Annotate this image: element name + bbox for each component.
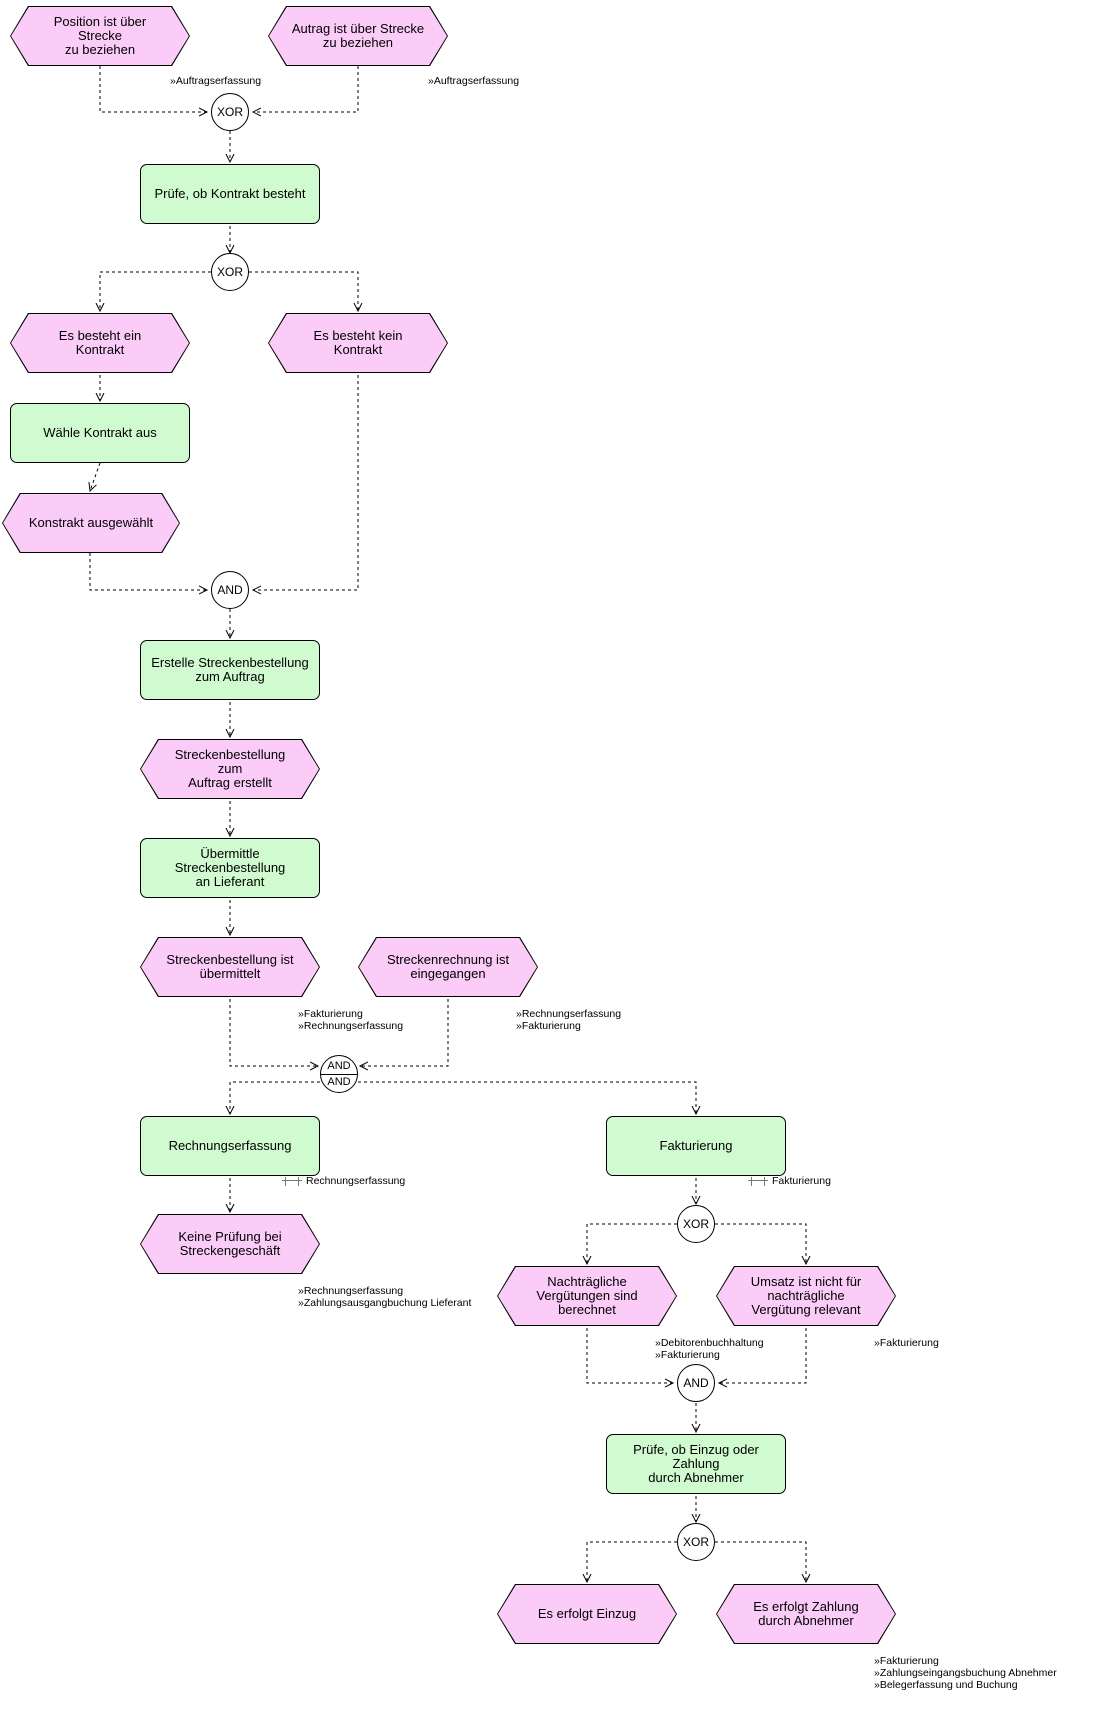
note-line: »Belegerfassung und Buchung	[874, 1679, 1018, 1691]
event-umsatz-nicht-relevant[interactable]: Umsatz ist nicht für nachträgliche Vergü…	[716, 1266, 896, 1326]
note-line: »Fakturierung	[874, 1337, 939, 1349]
note-debitoren-faktura: »Debitorenbuchhaltung »Fakturierung	[655, 1337, 764, 1361]
note-faktura-rechnung: »Fakturierung »Rechnungserfassung	[298, 1008, 403, 1032]
function-rechnungserfassung[interactable]: Rechnungserfassung	[140, 1116, 320, 1176]
connector	[100, 271, 211, 311]
note-line: »Zahlungsausgangbuchung Lieferant	[298, 1297, 472, 1309]
note-line: »Auftragserfassung	[170, 75, 262, 87]
note-end-zahlung: »Fakturierung »Zahlungseingangsbuchung A…	[874, 1655, 1057, 1691]
system-fakturierung: Fakturierung	[748, 1175, 831, 1187]
connector	[230, 1081, 320, 1114]
note-auftragserfassung-2: »Auftragserfassung	[428, 75, 519, 87]
gateway-divider	[321, 1074, 357, 1075]
gateway-xor-1[interactable]: XOR	[211, 93, 249, 131]
system-label: Rechnungserfassung	[306, 1175, 406, 1187]
gateway-xor-3[interactable]: XOR	[677, 1205, 715, 1243]
note-line: »Fakturierung	[516, 1020, 581, 1032]
gateway-and-1[interactable]: AND	[211, 571, 249, 609]
event-position-strecke[interactable]: Position ist über Strecke zu beziehen	[10, 6, 190, 66]
note-line: »Rechnungserfassung	[298, 1285, 404, 1297]
note-line: »Fakturierung	[655, 1349, 720, 1361]
connector	[229, 999, 318, 1066]
system-icon	[282, 1177, 302, 1187]
system-rechnungserfassung: Rechnungserfassung	[282, 1175, 405, 1187]
gateway-and-split-label: AND	[327, 1076, 351, 1088]
note-line: »Fakturierung	[874, 1655, 939, 1667]
event-nachtraegliche-verguetungen[interactable]: Nachträgliche Vergütungen sind berechnet	[497, 1266, 677, 1326]
note-rechnung-faktura: »Rechnungserfassung »Fakturierung	[516, 1008, 621, 1032]
note-line: »Rechnungserfassung	[298, 1020, 404, 1032]
event-zahlung-abnehmer[interactable]: Es erfolgt Zahlung durch Abnehmer	[716, 1584, 896, 1644]
event-kein-kontrakt[interactable]: Es besteht kein Kontrakt	[268, 313, 448, 373]
note-line: »Debitorenbuchhaltung	[655, 1337, 764, 1349]
event-kontrakt-ausgewaehlt[interactable]: Konstrakt ausgewählt	[2, 493, 180, 553]
note-auftragserfassung-1: »Auftragserfassung	[170, 75, 261, 87]
connector	[253, 66, 359, 112]
connector	[719, 1328, 807, 1383]
function-fakturierung[interactable]: Fakturierung	[606, 1116, 786, 1176]
note-fakturierung: »Fakturierung	[874, 1337, 939, 1349]
note-line: »Fakturierung	[298, 1008, 363, 1020]
connector	[715, 1223, 806, 1264]
function-uebermittle-bestellung[interactable]: Übermittle Streckenbestellung an Liefera…	[140, 838, 320, 898]
note-line: »Zahlungseingangsbuchung Abnehmer	[874, 1667, 1057, 1679]
connector	[587, 1541, 677, 1582]
event-bestellung-uebermittelt[interactable]: Streckenbestellung ist übermittelt	[140, 937, 320, 997]
event-kontrakt-besteht[interactable]: Es besteht ein Kontrakt	[10, 313, 190, 373]
connector	[587, 1223, 677, 1264]
note-line: »Auftragserfassung	[428, 75, 520, 87]
event-rechnung-eingegangen[interactable]: Streckenrechnung ist eingegangen	[358, 937, 538, 997]
gateway-and-2[interactable]: AND	[677, 1364, 715, 1402]
connector	[249, 271, 358, 311]
connector	[89, 553, 207, 590]
function-pruefe-kontrakt[interactable]: Prüfe, ob Kontrakt besteht	[140, 164, 320, 224]
gateway-and-join-split[interactable]: AND AND	[320, 1055, 358, 1093]
function-waehle-kontrakt[interactable]: Wähle Kontrakt aus	[10, 403, 190, 463]
function-erstelle-bestellung[interactable]: Erstelle Streckenbestellung zum Auftrag	[140, 640, 320, 700]
event-auftrag-strecke[interactable]: Autrag ist über Strecke zu beziehen	[268, 6, 448, 66]
connector	[586, 1328, 673, 1383]
note-rechnung-zahlung: »Rechnungserfassung »Zahlungsausgangbuch…	[298, 1285, 471, 1309]
note-line: »Rechnungserfassung	[516, 1008, 622, 1020]
gateway-xor-2[interactable]: XOR	[211, 253, 249, 291]
connector	[360, 999, 449, 1066]
system-label: Fakturierung	[772, 1175, 831, 1187]
connector	[715, 1541, 806, 1582]
event-einzug[interactable]: Es erfolgt Einzug	[497, 1584, 677, 1644]
connector	[90, 462, 101, 491]
system-icon	[748, 1177, 768, 1187]
event-keine-pruefung[interactable]: Keine Prüfung bei Streckengeschäft	[140, 1214, 320, 1274]
function-pruefe-einzug[interactable]: Prüfe, ob Einzug oder Zahlung durch Abne…	[606, 1434, 786, 1494]
gateway-xor-4[interactable]: XOR	[677, 1523, 715, 1561]
connector	[358, 1081, 696, 1114]
event-bestellung-erstellt[interactable]: Streckenbestellung zum Auftrag erstellt	[140, 739, 320, 799]
gateway-and-join-label: AND	[327, 1060, 351, 1072]
connector	[253, 375, 359, 590]
connector	[99, 66, 207, 112]
